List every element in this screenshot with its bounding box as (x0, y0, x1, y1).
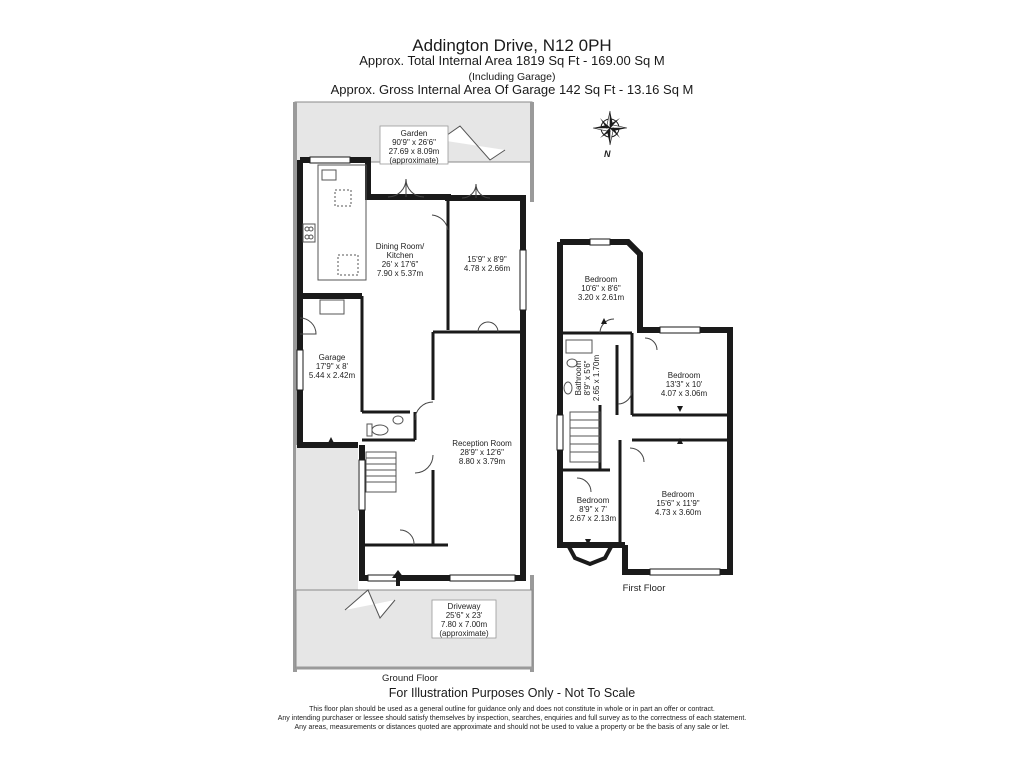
dining-label-2: Kitchen (387, 251, 414, 260)
ground-floor-plan (293, 101, 534, 672)
compass-north-label: N (604, 149, 611, 159)
illustration-notice: For Illustration Purposes Only - Not To … (388, 686, 636, 700)
first-floor-plan (556, 238, 733, 576)
first-floor-stairs (569, 411, 601, 463)
back-room-metric: 4.78 x 2.66m (464, 264, 511, 273)
garage-imperial: 17'9" x 8' (316, 362, 349, 371)
disclaimer-line-2: Any intending purchaser or lessee should… (277, 715, 747, 722)
garage-area-text: Approx. Gross Internal Area Of Garage 14… (330, 82, 694, 97)
compass-rose-icon (592, 110, 628, 146)
driveway-metric: 7.80 x 7.00m (441, 620, 488, 629)
driveway-area (295, 445, 534, 670)
driveway-imperial: 25'6" x 23' (446, 611, 483, 620)
garage-metric: 5.44 x 2.42m (309, 371, 356, 380)
dining-label: Dining Room/ (376, 242, 425, 251)
first-floor-doors (576, 318, 658, 493)
first-floor-windows (556, 238, 721, 576)
ground-floor-stairs (365, 451, 397, 493)
reception-imperial: 28'9" x 12'6" (460, 448, 504, 457)
dining-metric: 7.90 x 5.37m (377, 269, 424, 278)
disclaimer-line-3: Any areas, measurements or distances quo… (294, 724, 730, 731)
ground-floor-label: Ground Floor (382, 673, 438, 684)
ground-floor-doors (299, 178, 499, 546)
ground-floor-windows (296, 156, 527, 582)
plan-title: Addington Drive, N12 0PH (412, 36, 612, 55)
bed-small-metric: 2.67 x 2.13m (570, 514, 617, 523)
bed-front-imperial: 15'6" x 11'9" (656, 499, 699, 508)
ground-floor-walls (297, 157, 526, 581)
driveway-note: (approximate) (439, 629, 489, 638)
door-markers-icon (585, 318, 683, 545)
bathroom-label: Bathroom (574, 360, 583, 395)
first-floor-label: First Floor (623, 583, 666, 594)
bed-back-metric: 3.20 x 2.61m (578, 293, 625, 302)
bed-front-label: Bedroom (662, 490, 695, 499)
garden-note: (approximate) (389, 156, 439, 165)
total-area-note: (Including Garage) (468, 71, 556, 83)
reception-metric: 8.80 x 3.79m (459, 457, 506, 466)
garage-label: Garage (319, 353, 346, 362)
bed-back-imperial: 10'6" x 8'6" (581, 284, 621, 293)
bed-mid-label: Bedroom (668, 371, 701, 380)
bed-small-label: Bedroom (577, 496, 610, 505)
bay-window (566, 544, 614, 567)
garden-imperial: 90'9" x 26'6" (392, 138, 436, 147)
disclaimer-line-1: This floor plan should be used as a gene… (309, 706, 715, 713)
garage-door-marker-icon (328, 437, 334, 443)
bed-front-metric: 4.73 x 3.60m (655, 508, 702, 517)
back-room-imperial: 15'9" x 8'9" (467, 255, 507, 264)
wc-fittings (366, 415, 404, 437)
garden-metric: 27.69 x 8.09m (389, 147, 440, 156)
kitchen-units (302, 164, 367, 315)
reception-label: Reception Room (452, 439, 512, 448)
bed-mid-metric: 4.07 x 3.06m (661, 389, 708, 398)
bathroom-fittings (563, 339, 593, 395)
entrance-arrow-icon (392, 570, 404, 586)
bathroom-metric: 2.65 x 1.70m (592, 355, 601, 402)
bed-back-label: Bedroom (585, 275, 618, 284)
dining-imperial: 26' x 17'6" (382, 260, 419, 269)
bed-mid-imperial: 13'3" x 10' (666, 380, 703, 389)
total-area-text: Approx. Total Internal Area 1819 Sq Ft -… (359, 53, 665, 68)
garden-label: Garden (401, 129, 428, 138)
bed-small-imperial: 8'9" x 7' (579, 505, 607, 514)
bathroom-imperial: 8'9" x 5'6" (583, 360, 592, 395)
driveway-label: Driveway (448, 602, 481, 611)
